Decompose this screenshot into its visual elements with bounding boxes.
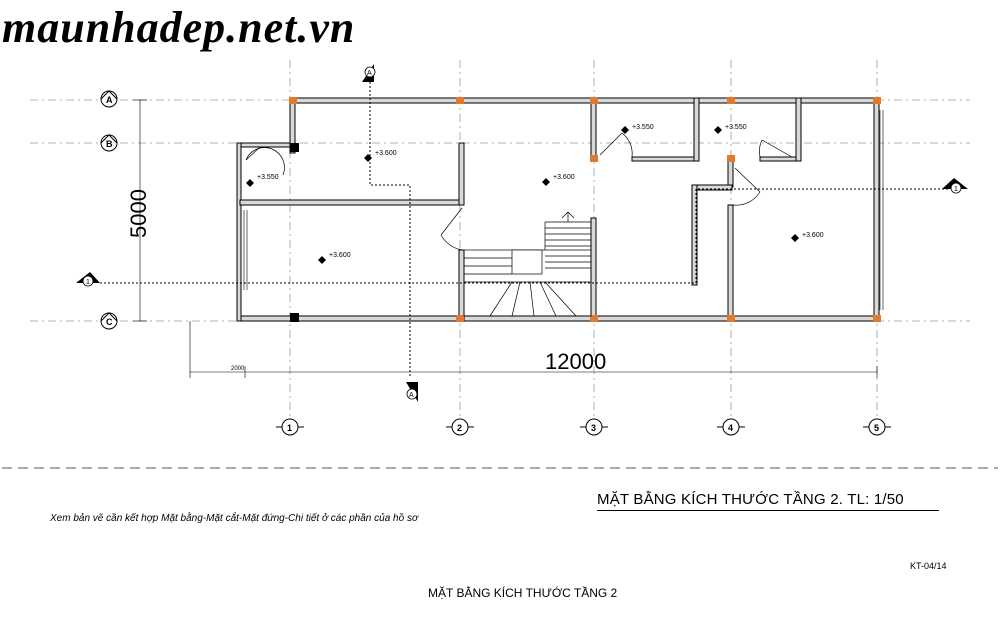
drawing-title-scale: MẶT BẰNG KÍCH THƯỚC TẦNG 2. TL: 1/50	[597, 491, 904, 508]
svg-text:5: 5	[874, 423, 879, 433]
axis-bubble-4: 4	[717, 418, 745, 436]
doors	[245, 132, 793, 251]
elevation-marker-3: +3.600	[542, 174, 575, 186]
axis-bubble-1: 1	[276, 418, 304, 436]
svg-text:A: A	[106, 95, 113, 105]
dim-label-width: 12000	[545, 349, 606, 374]
axis-bubble-3: 3	[580, 418, 608, 436]
svg-text:+3.550: +3.550	[725, 124, 747, 131]
svg-text:+3.550: +3.550	[257, 174, 279, 181]
axis-bubble-2: 2	[446, 418, 474, 436]
wall-col-mid-upper	[693, 97, 700, 162]
elevation-marker-1: +3.600	[364, 150, 397, 162]
wall-bottom	[239, 315, 878, 322]
svg-text:4: 4	[728, 423, 733, 433]
wall-right	[873, 97, 880, 322]
drawing-note: Xem bản vẽ cần kết hợp Mặt bằng-Mặt cắt-…	[50, 513, 418, 524]
section-line-1	[100, 188, 950, 284]
section-marker-1-right: 1	[942, 178, 968, 194]
svg-text:A: A	[409, 392, 414, 399]
wall-col2-upper	[458, 142, 465, 206]
section-marker-1-left: 1	[76, 272, 100, 287]
elevation-marker-5: +3.550	[621, 124, 654, 134]
elevation-markers: +3.600 +3.550 +3.600 +3.600 +3.550 +3.55…	[246, 124, 824, 264]
elevation-marker-6: +3.550	[714, 124, 747, 134]
wall-wc2-bottom	[759, 156, 801, 162]
section-line-a	[369, 82, 411, 378]
wall-top	[289, 97, 878, 104]
svg-text:+3.600: +3.600	[553, 174, 575, 181]
windows	[243, 110, 884, 310]
svg-text:1: 1	[86, 279, 90, 286]
svg-text:B: B	[106, 139, 113, 149]
wall-mid-left	[239, 199, 463, 206]
section-marker-a-top: A	[362, 64, 376, 82]
dimension-lines	[133, 99, 878, 378]
axis-bubble-b: B	[100, 134, 118, 152]
elevation-marker-4: +3.600	[318, 252, 351, 264]
wall-left	[236, 142, 242, 322]
stair	[463, 211, 592, 317]
svg-text:+3.550: +3.550	[632, 124, 654, 131]
svg-text:C: C	[106, 317, 113, 327]
wall-bedroom-left	[691, 184, 698, 286]
svg-text:+3.600: +3.600	[802, 232, 824, 239]
svg-text:3: 3	[591, 423, 596, 433]
footer-title: MẶT BẰNG KÍCH THƯỚC TẦNG 2	[428, 586, 618, 600]
dim-label-height: 5000	[126, 189, 151, 238]
dim-label-offset: 2000	[231, 366, 245, 372]
wall-b-left	[236, 142, 294, 148]
elevation-marker-7: +3.600	[791, 232, 824, 242]
wall-wc2-right	[795, 97, 802, 162]
column-markers	[289, 97, 881, 322]
watermark-logo: maunhadep.net.vn	[2, 3, 356, 52]
svg-text:1: 1	[287, 423, 292, 433]
black-columns	[290, 143, 299, 322]
axis-bubbles-columns: 1 2 3 4 5	[276, 418, 891, 436]
sheet-code: KT-04/14	[910, 561, 947, 571]
wall-col3-upper	[590, 97, 597, 162]
axis-bubble-5: 5	[863, 418, 891, 436]
svg-text:A: A	[367, 70, 372, 77]
axis-bubble-c: C	[100, 312, 118, 330]
svg-text:2: 2	[457, 423, 462, 433]
svg-text:+3.600: +3.600	[329, 252, 351, 259]
axis-bubbles-rows: A B C	[100, 90, 118, 330]
wall-col4-lower	[727, 204, 734, 322]
axis-bubble-a: A	[100, 90, 118, 108]
grid-lines	[30, 60, 970, 420]
title-underline	[597, 510, 939, 511]
elevation-marker-2: +3.550	[246, 174, 279, 187]
wall-col2-lower	[458, 249, 465, 322]
wall-col3-lower	[590, 217, 597, 322]
wall-wc1-bottom	[631, 156, 695, 162]
svg-text:1: 1	[954, 186, 958, 193]
svg-text:+3.600: +3.600	[375, 150, 397, 157]
walls	[236, 97, 880, 322]
section-marker-a-bottom: A	[406, 382, 418, 402]
